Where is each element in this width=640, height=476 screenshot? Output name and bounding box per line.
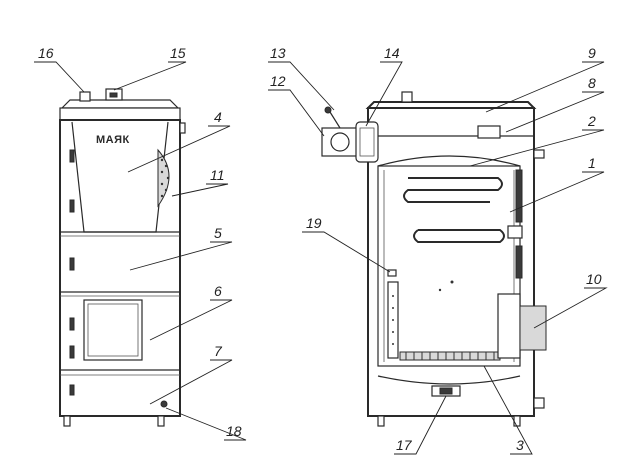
draft-regulator-lever [329, 111, 341, 129]
front-body-outline [59, 119, 181, 417]
callout-15: 15 [170, 45, 186, 61]
callout-16: 16 [38, 45, 54, 61]
section-chamber-arc [377, 155, 521, 167]
front-side-knob [179, 122, 186, 134]
front-lower-door-inner [87, 303, 139, 357]
callout-11: 11 [210, 167, 225, 183]
callout-10: 10 [586, 271, 602, 287]
front-hinges [69, 149, 75, 396]
ash-access-slot [439, 387, 453, 395]
callout-17: 17 [396, 437, 413, 453]
right-fitting-top [533, 149, 545, 159]
side-grille [157, 148, 170, 208]
callout-8: 8 [588, 75, 596, 91]
callout-9: 9 [588, 45, 596, 61]
inner-wall-bracket [387, 269, 397, 277]
callout-13: 13 [270, 45, 286, 61]
front-foot-right [157, 415, 165, 427]
draft-regulator-knob [324, 106, 332, 114]
draft-regulator-flap [355, 121, 379, 163]
burner-unit [519, 305, 547, 351]
brand-label: МАЯК [96, 134, 130, 146]
right-heater-stack-upper [515, 169, 523, 223]
front-top-plate [59, 107, 181, 121]
section-body-outline [367, 107, 535, 417]
right-fitting-bottom [533, 397, 545, 409]
callout-19: 19 [306, 215, 322, 231]
section-foot-left [377, 415, 385, 427]
front-view: МАЯК [59, 88, 186, 427]
right-heater-stack-lower [515, 245, 523, 279]
heat-exchanger-lower [413, 229, 505, 243]
callout-14: 14 [384, 45, 400, 61]
section-label-plate [477, 125, 501, 139]
section-foot-right [513, 415, 521, 427]
section-top-fitting [401, 91, 413, 103]
ash-door-knob [160, 400, 168, 408]
callout-3: 3 [516, 437, 524, 453]
burner-block [497, 293, 521, 359]
top-fitting-center-slot [109, 92, 118, 98]
heat-exchanger-coil [403, 177, 503, 203]
draft-regulator-housing [321, 127, 359, 157]
callout-2: 2 [587, 113, 596, 129]
ash-pan-arc [377, 375, 521, 385]
callout-7: 7 [214, 343, 223, 359]
callout-labels: 16 15 4 11 5 6 7 18 13 12 14 9 8 2 1 19 … [38, 45, 602, 453]
front-foot-left [63, 415, 71, 427]
callout-5: 5 [214, 225, 222, 241]
wall-holes [392, 295, 394, 345]
front-lower-door-frame [83, 299, 143, 361]
callout-18: 18 [226, 423, 242, 439]
grille-dots [160, 158, 170, 198]
callout-4: 4 [214, 109, 222, 125]
grate-bars [399, 351, 501, 361]
grate-ticks [405, 352, 495, 360]
pipe-connector [507, 225, 523, 239]
callout-12: 12 [270, 73, 286, 89]
callout-6: 6 [214, 283, 222, 299]
draft-regulator-dial [330, 132, 350, 152]
top-fitting-left [79, 91, 91, 102]
leader-lines [34, 61, 608, 455]
section-view [321, 91, 547, 427]
callout-1: 1 [588, 155, 596, 171]
